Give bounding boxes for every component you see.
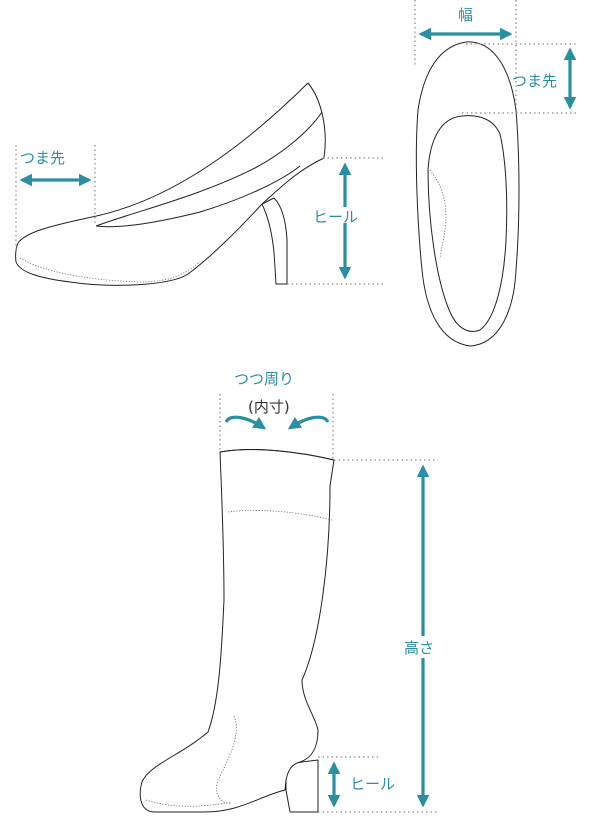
boot-body <box>139 449 335 813</box>
shoe-top-view: 幅 つま先 <box>414 0 578 347</box>
pump-toe-label: つま先 <box>20 149 65 167</box>
boot-view: つつ周り (内寸) 高さ ヒール <box>139 370 450 813</box>
boot-top-edge <box>219 449 335 461</box>
pump-body <box>15 82 326 286</box>
pump-sole-stitch <box>19 257 201 283</box>
pump-side-view: つま先 ヒール <box>15 82 385 286</box>
boot-heel-label: ヒール <box>350 775 395 793</box>
top-width-label: 幅 <box>458 6 473 24</box>
boot-circ-sub-label: (内寸) <box>248 398 290 416</box>
boot-circ-label: つつ周り <box>234 370 294 388</box>
pump-heel-block <box>261 197 288 285</box>
pump-heel-label: ヒール <box>313 208 358 226</box>
pump-collar <box>95 111 323 227</box>
boot-circ-arrow-right <box>287 415 330 430</box>
boot-heel-block <box>285 759 319 813</box>
shoe-top-outline <box>415 41 520 347</box>
top-toe-label: つま先 <box>512 72 557 90</box>
shoe-top-opening <box>427 115 508 332</box>
boot-circ-arrow-left <box>224 415 267 430</box>
boot-height-label: 高さ <box>404 639 434 657</box>
